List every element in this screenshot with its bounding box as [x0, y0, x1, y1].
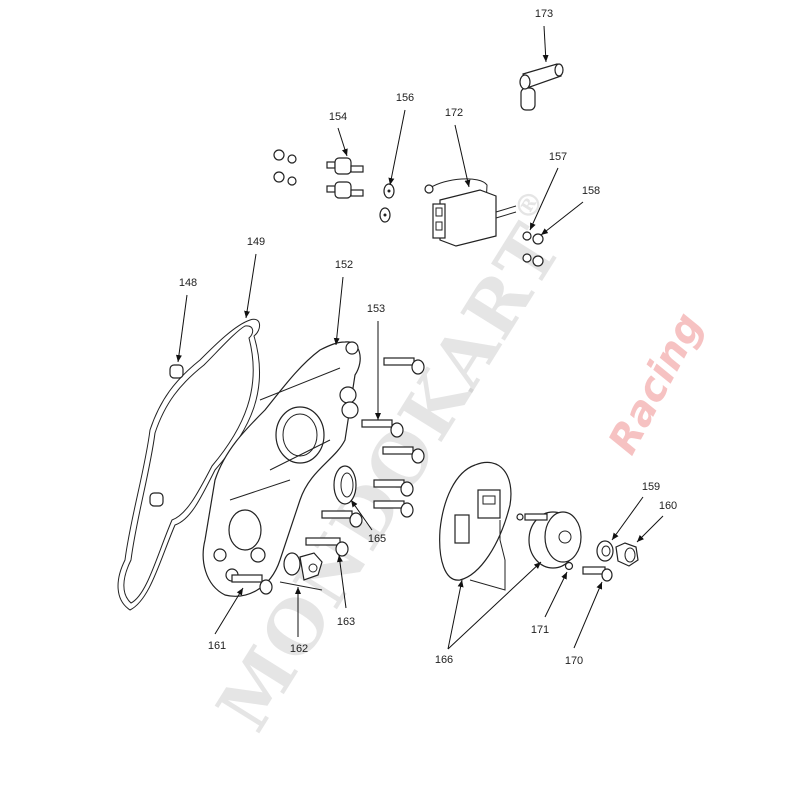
- part-165-oil-seal[interactable]: [333, 465, 357, 505]
- callout-173[interactable]: 173: [534, 8, 554, 20]
- callout-166[interactable]: 166: [434, 654, 454, 666]
- part-172-ignition-coil[interactable]: [424, 178, 517, 247]
- callout-149[interactable]: 149: [246, 236, 266, 248]
- part-156-washers[interactable]: [379, 183, 395, 223]
- callout-163[interactable]: 163: [336, 616, 356, 628]
- part-161-screw[interactable]: [231, 574, 273, 595]
- callout-148[interactable]: 148: [178, 277, 198, 289]
- part-166-ignition-rotor[interactable]: [516, 511, 582, 569]
- part-171-key[interactable]: [564, 561, 574, 571]
- part-154-spacers[interactable]: [326, 157, 364, 199]
- callout-157[interactable]: 157: [548, 151, 568, 163]
- callout-171[interactable]: 171: [530, 624, 550, 636]
- part-152-ignition-cover[interactable]: [202, 341, 361, 597]
- callout-152[interactable]: 152: [334, 259, 354, 271]
- part-158-nuts[interactable]: [532, 233, 544, 267]
- part-166-ignition-stator[interactable]: [439, 461, 512, 591]
- callout-160[interactable]: 160: [658, 500, 678, 512]
- callout-161[interactable]: 161: [207, 640, 227, 652]
- part-173-spark-plug-cap[interactable]: [519, 63, 564, 111]
- callout-153[interactable]: 153: [366, 303, 386, 315]
- part-157-washers[interactable]: [522, 231, 532, 263]
- part-148-dowel[interactable]: [149, 364, 184, 507]
- callout-162[interactable]: 162: [289, 643, 309, 655]
- callout-172[interactable]: 172: [444, 107, 464, 119]
- callout-165[interactable]: 165: [367, 533, 387, 545]
- part-163-screw[interactable]: [305, 537, 349, 557]
- callout-158[interactable]: 158: [581, 185, 601, 197]
- callout-156[interactable]: 156: [395, 92, 415, 104]
- nuts-and-washers-left: [273, 149, 297, 186]
- part-153-screws[interactable]: [321, 357, 425, 528]
- part-162-oil-plug[interactable]: [279, 552, 323, 591]
- callout-170[interactable]: 170: [564, 655, 584, 667]
- callout-154[interactable]: 154: [328, 111, 348, 123]
- part-160-nut[interactable]: [615, 542, 639, 567]
- part-149-gasket[interactable]: [117, 318, 261, 611]
- callout-159[interactable]: 159: [641, 481, 661, 493]
- part-170-screw[interactable]: [582, 566, 613, 582]
- leader-lines: [175, 25, 664, 650]
- part-159-washer[interactable]: [596, 540, 614, 562]
